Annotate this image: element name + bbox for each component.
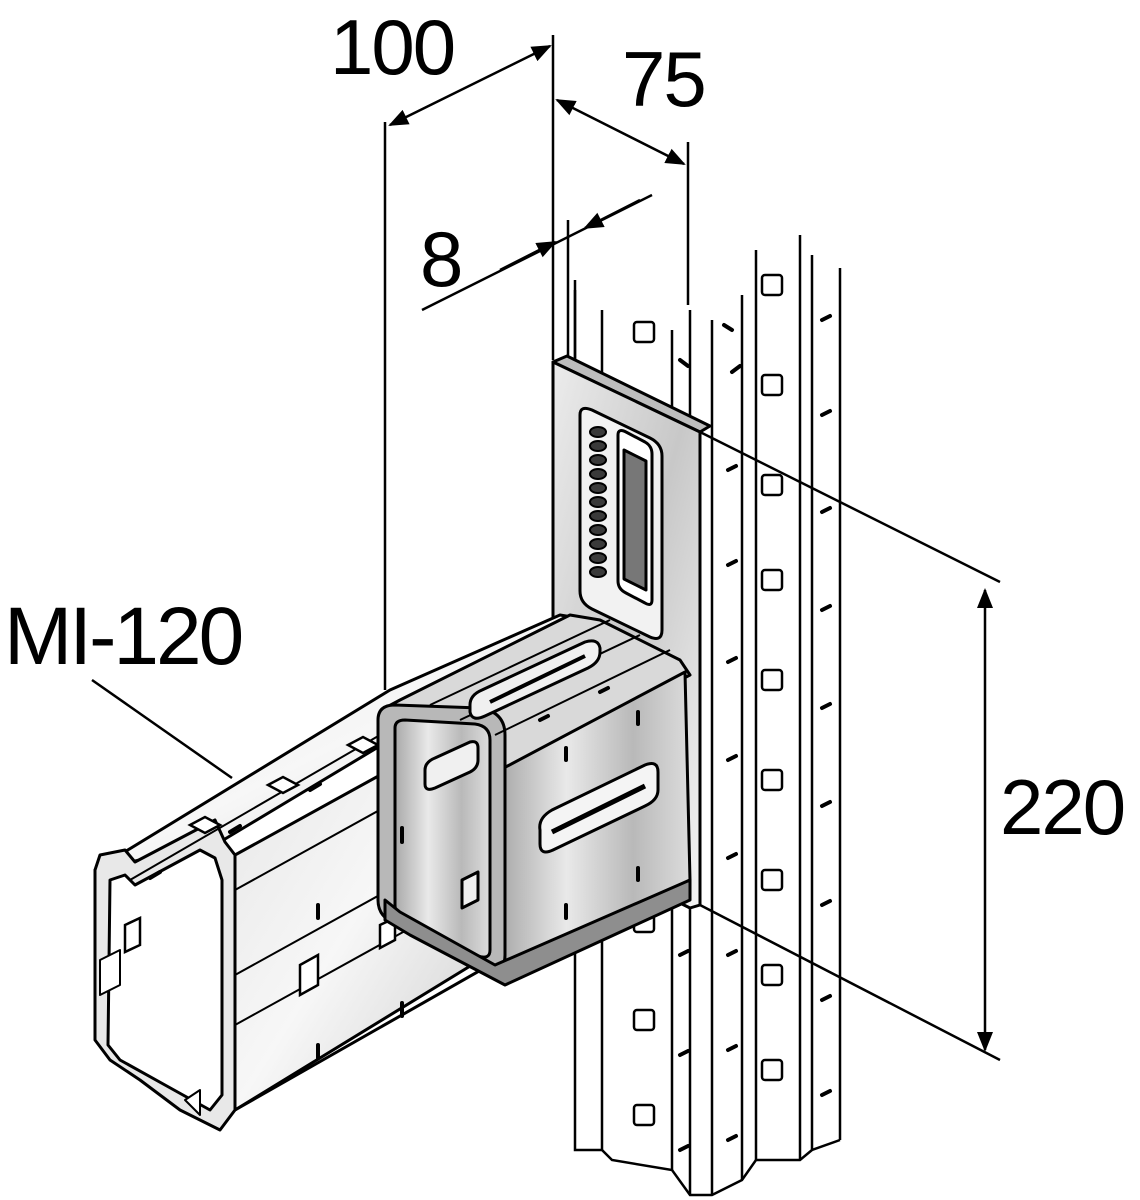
channel-dashes (678, 314, 832, 1152)
part-callout-label: MI-120 (4, 591, 244, 682)
sleeve-dashes (400, 686, 640, 920)
dimension-label-thickness: 8 (420, 215, 463, 303)
mi-120-leader-line (91, 678, 233, 780)
serration-teeth (589, 426, 607, 578)
connector-sleeve (376, 613, 692, 987)
dimension-label-width: 100 (330, 3, 456, 91)
dimension-label-depth: 75 (622, 35, 707, 123)
channel-slots (632, 273, 784, 1127)
dimension-lines (383, 35, 1001, 1062)
dimension-arrows (388, 44, 993, 1052)
beam-slots (123, 735, 397, 998)
dimension-label-height: 220 (1000, 763, 1126, 851)
